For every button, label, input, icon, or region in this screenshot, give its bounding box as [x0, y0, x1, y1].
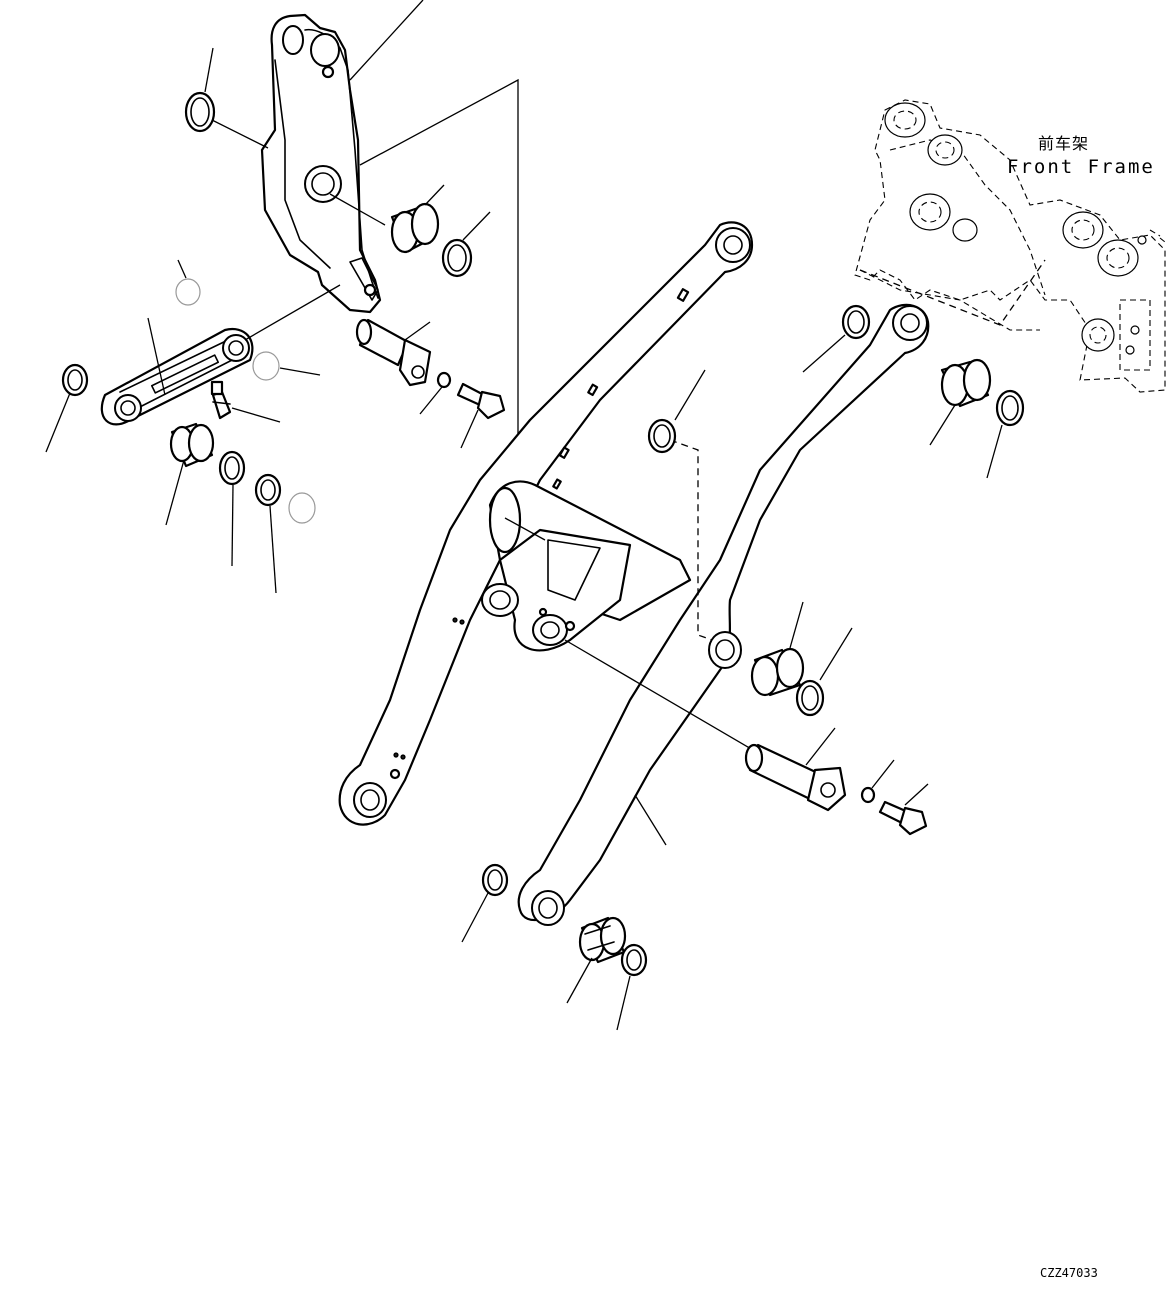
bushing-boom-bottom: [578, 916, 627, 964]
front-frame-label-en: Front Frame: [1007, 156, 1155, 178]
boom: [338, 221, 930, 926]
bushing-bell-crank: [390, 202, 440, 254]
washer-link-right: [254, 473, 282, 507]
washer-bell-crank-top: [184, 91, 216, 133]
washer-boom-bottom-left: [481, 863, 509, 897]
pin-lower: [744, 743, 847, 812]
grease-fitting: [210, 380, 232, 420]
bolt-upper: [456, 382, 506, 420]
washer-boom-top-right: [841, 304, 871, 340]
boom-dashed-link: [669, 439, 713, 641]
washer-pin-upper: [436, 371, 452, 389]
leader-boom: [634, 794, 667, 846]
bell-crank: [260, 13, 382, 314]
washer-boom-center: [647, 418, 677, 454]
washer-boom-far-right: [995, 389, 1025, 427]
drawing-code: CZZ47033: [1040, 1266, 1098, 1280]
bushing-boom-top-right: [940, 358, 992, 408]
seal-link-lower: [288, 492, 316, 524]
bolt-lower: [878, 800, 928, 836]
leader-bell-crank: [349, 0, 424, 81]
bushing-boom-mid: [750, 647, 805, 697]
front-frame-outline: [854, 99, 1166, 393]
washer-boom-bottom-right: [620, 943, 648, 977]
pin-upper: [355, 318, 432, 387]
link: [100, 327, 254, 426]
washer-link-left: [61, 363, 89, 397]
front-frame-label-cn: 前车架: [1038, 134, 1090, 153]
bushing-link: [169, 422, 215, 468]
washer-link-mid: [218, 450, 246, 486]
washer-bell-crank-right: [441, 238, 473, 278]
leader-link: [147, 317, 166, 396]
seal-link-right: [252, 351, 280, 381]
frame-link-dashed: [859, 259, 1046, 326]
seal-link-top: [175, 278, 201, 306]
washer-boom-mid: [795, 679, 825, 717]
washer-pin-lower: [860, 786, 876, 804]
